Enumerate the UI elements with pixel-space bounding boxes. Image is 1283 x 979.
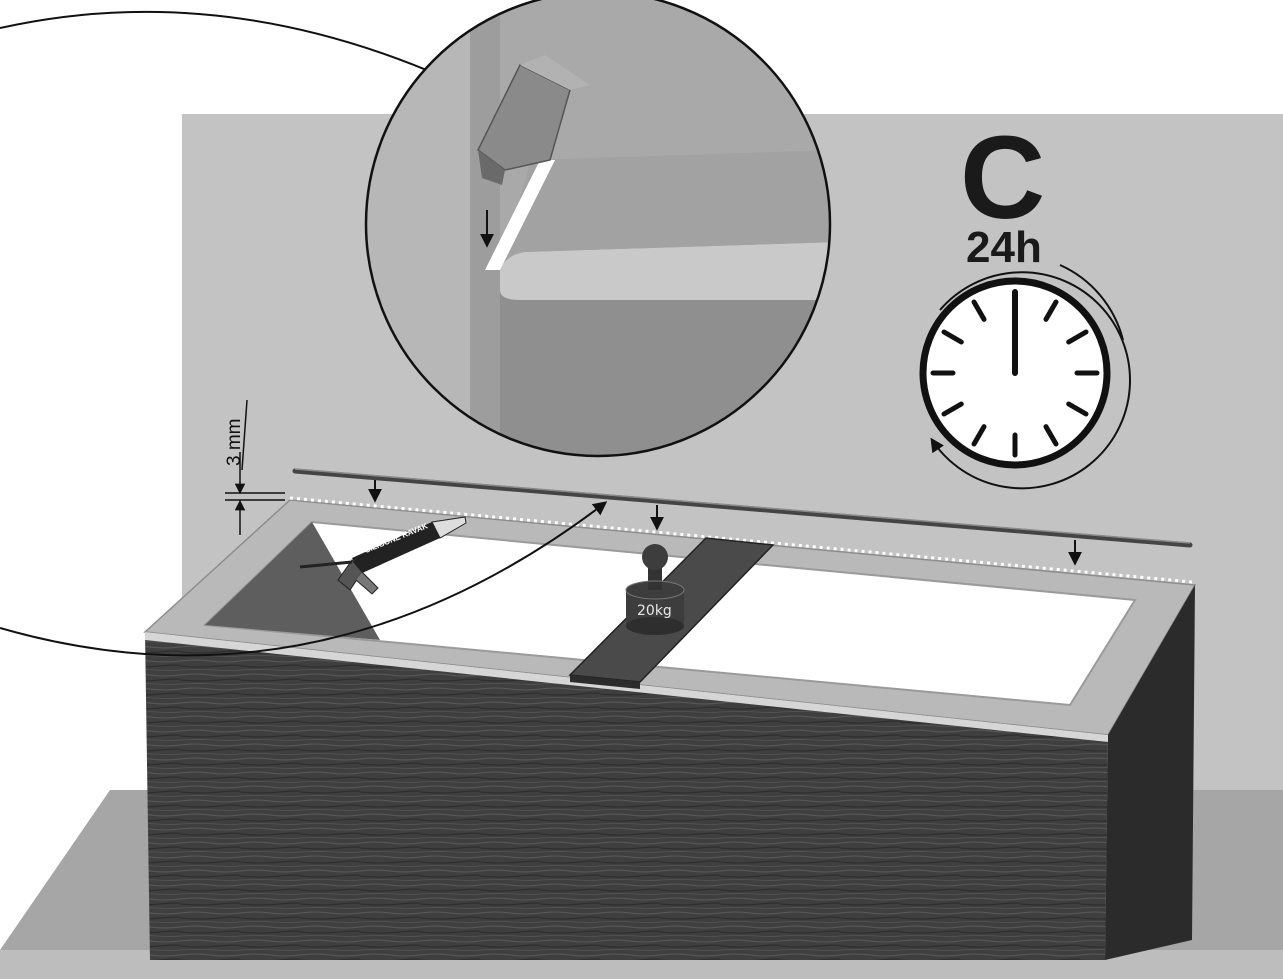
sealing-strip [292, 468, 1193, 548]
clock-tick [1043, 424, 1059, 447]
clock-tick [941, 401, 964, 417]
cure-time-label: 24h [966, 223, 1042, 272]
bathtub-side-panel [1105, 585, 1195, 960]
clock-tick [971, 299, 987, 322]
weight-20kg [625, 544, 685, 635]
clock-tick [1066, 329, 1089, 345]
clock-tick [971, 424, 987, 447]
gap-indicator [225, 399, 285, 535]
guide-arrow-bottom [0, 501, 608, 657]
gap-label: 3 mm [224, 419, 245, 467]
clock-tick [1043, 299, 1059, 322]
clock-icon [919, 264, 1131, 490]
silicone-gun-icon [299, 516, 467, 595]
detail-magnifier [364, 0, 832, 458]
bathtub-basin-shadow [205, 522, 380, 640]
step-letter: C [960, 112, 1045, 244]
clock-tick [1066, 401, 1089, 417]
clock-tick [941, 329, 964, 345]
weight-label: 20kg [637, 603, 672, 619]
press-arrows [368, 480, 1082, 566]
